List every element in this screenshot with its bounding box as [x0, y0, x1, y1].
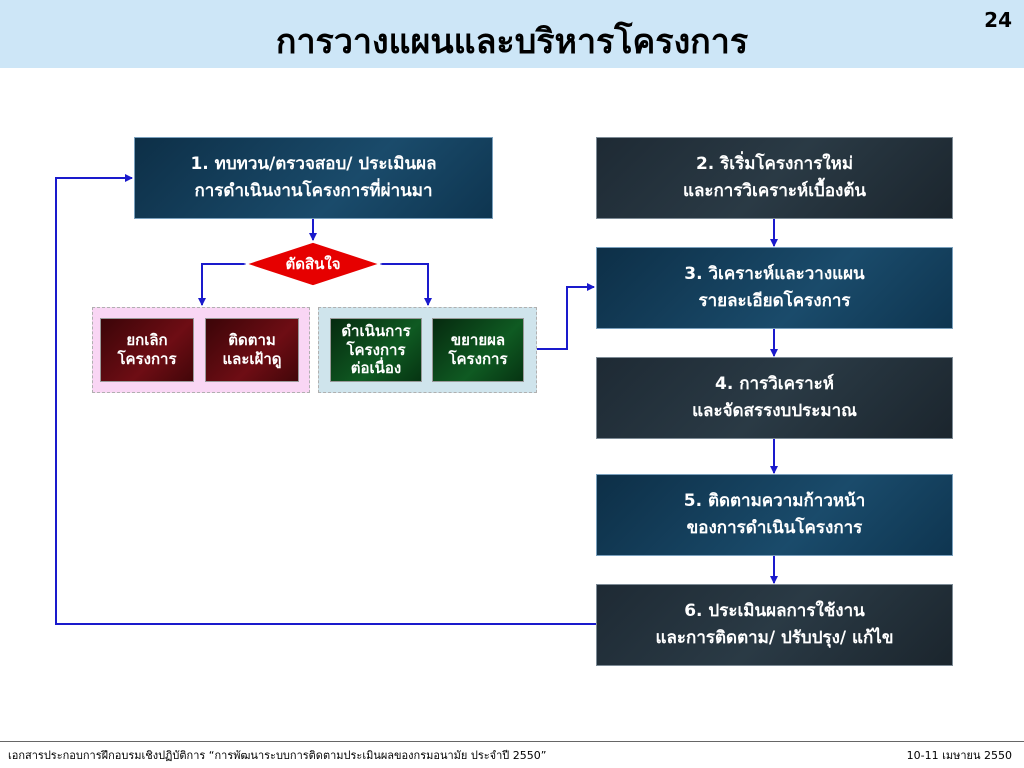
decision-left-branch	[198, 263, 246, 306]
step-3-line2: รายละเอียดโครงการ	[698, 291, 851, 311]
step-6-line2: และการติดตาม/ ปรับปรุง/ แก้ไข	[655, 628, 894, 648]
step-2-line2: และการวิเคราะห์เบื้องต้น	[683, 181, 866, 201]
step-4-line2: และจัดสรรงบประมาณ	[692, 401, 857, 421]
page-number: 24	[984, 8, 1012, 32]
step-4-line1: 4. การวิเคราะห์	[715, 373, 834, 394]
cancel-line2: โครงการ	[117, 350, 177, 368]
monitor-watch-box: ติดตาม และเฝ้าดู	[205, 318, 299, 382]
decision-diamond	[243, 241, 383, 287]
step-5-line2: ของการดำเนินโครงการ	[686, 518, 863, 538]
step-3-box: 3. วิเคราะห์และวางแผน รายละเอียดโครงการ	[596, 247, 953, 329]
expand-project-box: ขยายผล โครงการ	[432, 318, 524, 382]
step-3-line1: 3. วิเคราะห์และวางแผน	[684, 263, 865, 284]
step-1-box: 1. ทบทวน/ตรวจสอบ/ ประเมินผล การดำเนินงาน…	[134, 137, 493, 219]
step-4-box: 4. การวิเคราะห์ และจัดสรรงบประมาณ	[596, 357, 953, 439]
continue-line2: โครงการ	[346, 340, 406, 359]
step-6-box: 6. ประเมินผลการใช้งาน และการติดตาม/ ปรับ…	[596, 584, 953, 666]
options-to-step3-line	[537, 283, 595, 350]
decision-label: ตัดสินใจ	[285, 255, 341, 273]
step-6-line1: 6. ประเมินผลการใช้งาน	[684, 600, 865, 621]
expand-line2: โครงการ	[448, 350, 508, 368]
footer-document-title: เอกสารประกอบการฝึกอบรมเชิงปฏิบัติการ “กา…	[8, 749, 547, 762]
continue-project-box: ดำเนินการ โครงการ ต่อเนื่อง	[330, 318, 422, 382]
step-1-line1: 1. ทบทวน/ตรวจสอบ/ ประเมินผล	[190, 153, 437, 174]
continue-line1: ดำเนินการ	[341, 321, 411, 340]
continue-line3: ต่อเนื่อง	[350, 359, 402, 378]
step-5-line1: 5. ติดตามความก้าวหน้า	[683, 490, 866, 511]
feedback-loop-line	[55, 174, 596, 625]
step-5-box: 5. ติดตามความก้าวหน้า ของการดำเนินโครงกา…	[596, 474, 953, 556]
header-bar	[0, 0, 1024, 68]
step-1-line2: การดำเนินงานโครงการที่ผ่านมา	[194, 181, 433, 201]
expand-line1: ขยายผล	[450, 331, 506, 350]
cancel-project-box: ยกเลิก โครงการ	[100, 318, 194, 382]
decision-right-branch	[380, 263, 432, 306]
monitor-line2: และเฝ้าดู	[222, 350, 282, 368]
step-2-line1: 2. ริเริ่มโครงการใหม่	[695, 153, 854, 174]
footer-date: 10-11 เมษายน 2550	[906, 749, 1012, 762]
footer-divider	[0, 741, 1024, 742]
monitor-line1: ติดตาม	[228, 331, 276, 350]
step-2-box: 2. ริเริ่มโครงการใหม่ และการวิเคราะห์เบื…	[596, 137, 953, 219]
cancel-line1: ยกเลิก	[126, 331, 168, 350]
page-title: การวางแผนและบริหารโครงการ	[275, 22, 749, 62]
